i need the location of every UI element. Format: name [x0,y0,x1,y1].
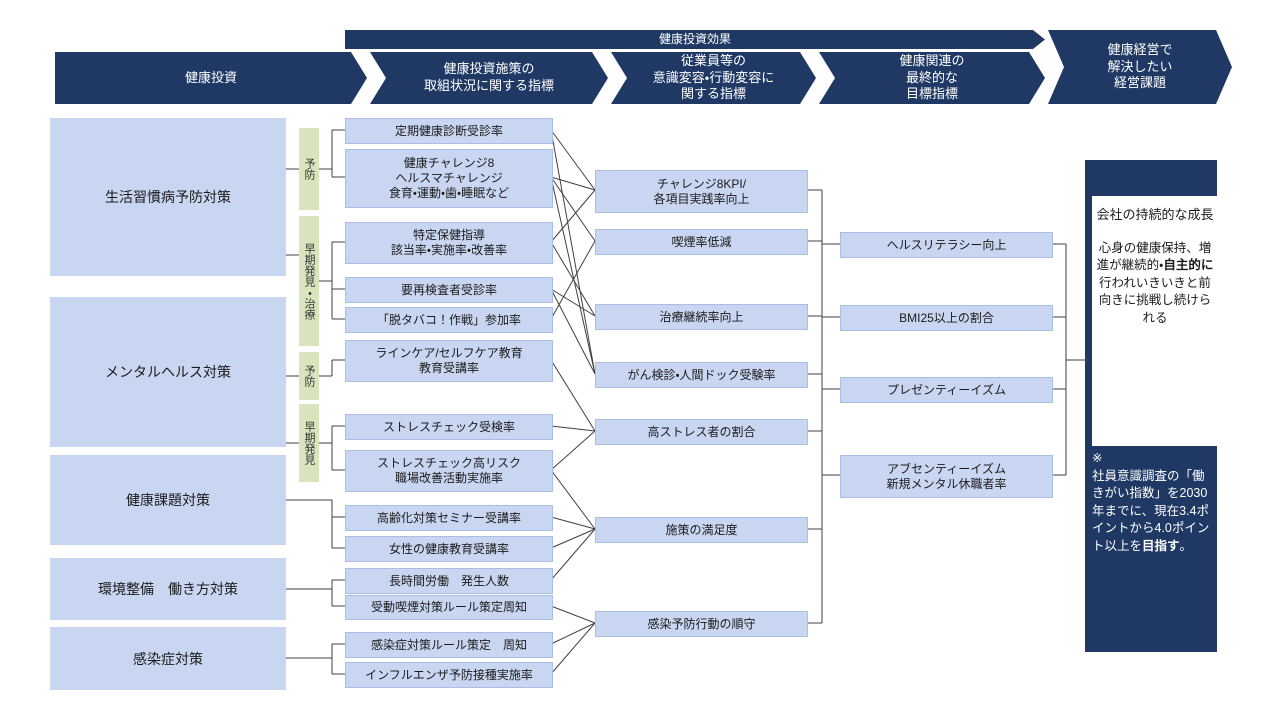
target-presenteeism: プレゼンティーイズム [840,377,1053,403]
goal-note-post: 。 [1179,538,1193,553]
header-targets-arrow: 健康関連の 最終的な 目標指標 [819,52,1045,104]
initiative-linecare-selfcare: ラインケア/セルフケア教育 教育受講率 [345,340,553,382]
goal-note: ※ 社員意識調査の「働きがい指数」を2030年までに、現在3.4ポイントから4.… [1092,450,1212,555]
initiative-stress-check: ストレスチェック受検率 [345,414,553,440]
indicator-challenge8-kpi: チャレンジ8KPI/ 各項目実践率向上 [595,170,808,213]
goal-panel: 会社の持続的な成長 心身の健康保持、増進が継続的・自主的に行われいきいきと前向き… [1085,160,1218,652]
initiative-no-tobacco-campaign: 「脱タバコ！作戦」参加率 [345,307,553,333]
goal-body-pre: 心身の健康保持、増進が継続的・ [1096,240,1212,273]
indicator-high-stress-ratio: 高ストレス者の割合 [595,419,808,445]
goal-note-pre: ※ 社員意識調査の「働きがい指数」を2030年までに、現在3.4ポイントから4.… [1092,451,1210,553]
indicator-satisfaction: 施策の満足度 [595,517,808,543]
category-lifestyle-disease-box: 生活習慣病予防対策 [50,118,286,276]
initiative-womens-health: 女性の健康教育受講率 [345,536,553,562]
goal-title: 会社の持続的な成長 [1096,207,1214,222]
category-workstyle-box: 環境整備 働き方対策 [50,558,286,620]
initiative-aging-seminar: 高齢化対策セミナー受講率 [345,505,553,531]
category-mental-health-box: メンタルヘルス対策 [50,297,286,447]
header-initiatives-arrow: 健康投資施策の 取組状況に関する指標 [370,52,608,104]
initiative-infection-rules: 感染症対策ルール策定 周知 [345,632,553,658]
category-health-issues-box: 健康課題対策 [50,455,286,545]
tag-early-detection: 早期発見 [299,404,319,482]
initiative-reexam-rate: 要再検査者受診率 [345,277,553,303]
initiative-health-guidance: 特定保健指導 該当率・実施率・改善率 [345,222,553,264]
indicator-treatment-continuation: 治療継続率向上 [595,304,808,330]
goal-note-bold: 目指す [1142,538,1180,553]
target-bmi25: BMI25以上の割合 [840,305,1053,331]
indicator-cancer-screening: がん検診・人間ドック受験率 [595,362,808,388]
indicator-infection-prevention: 感染予防行動の順守 [595,611,808,637]
initiative-passive-smoking: 受動喫煙対策ルール策定周知 [345,595,553,620]
goal-body-post: 行われいきいきと前向きに挑戦し続けられる [1098,275,1212,325]
category-infection-box: 感染症対策 [50,627,286,690]
initiative-periodic-checkup: 定期健康診断受診率 [345,118,553,144]
indicator-smoking-rate: 喫煙率低減 [595,229,808,255]
goal-white-box: 会社の持続的な成長 心身の健康保持、増進が継続的・自主的に行われいきいきと前向き… [1092,196,1218,446]
initiative-overtime: 長時間労働 発生人数 [345,568,553,594]
tag-prevention-1: 予防 [299,128,319,210]
goal-body: 心身の健康保持、増進が継続的・自主的に行われいきいきと前向きに挑戦し続けられる [1096,240,1214,328]
tag-prevention-2: 予防 [299,352,319,400]
tag-early-detection-treatment: 早期発見・治療 [299,216,319,346]
header-management-arrow: 健康経営で 解決したい 経営課題 [1048,30,1232,104]
initiative-stress-highrisk: ストレスチェック高リスク 職場改善活動実施率 [345,450,553,492]
header-effect-banner: 健康投資効果 [345,30,1045,49]
initiative-health-challenge8: 健康チャレンジ8 ヘルスマチャレンジ 食育・運動・歯・睡眠など [345,149,553,208]
header-investment-arrow: 健康投資 [55,52,367,104]
target-health-literacy: ヘルスリテラシー向上 [840,232,1053,258]
target-absenteeism: アブセンティーイズム 新規メンタル休職者率 [840,455,1053,498]
header-behavior-arrow: 従業員等の 意識変容・行動変容に 関する指標 [611,52,816,104]
goal-body-bold: 自主的に [1163,258,1214,273]
initiative-flu-vaccine: インフルエンザ予防接種実施率 [345,662,553,688]
